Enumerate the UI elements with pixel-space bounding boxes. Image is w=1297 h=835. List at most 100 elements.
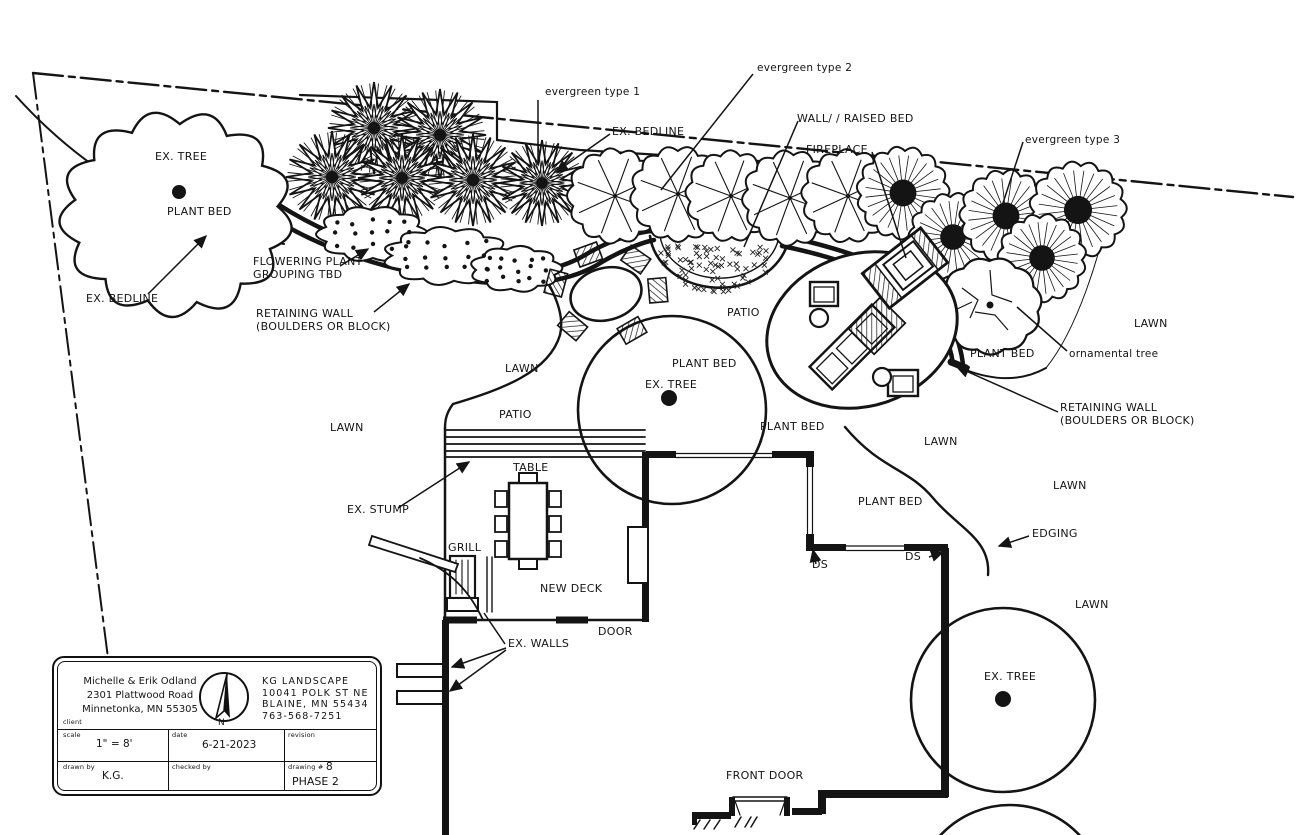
label-evergreen-type-3: evergreen type 3	[1025, 134, 1121, 146]
label-lawn-bottom-right: LAWN	[1075, 598, 1109, 611]
house-wall-double-lines	[675, 452, 905, 552]
front-door-stoop	[693, 796, 788, 830]
patio-chairs	[543, 240, 669, 346]
ex-wall-curve	[419, 557, 484, 621]
client-label: client	[63, 718, 83, 726]
fireplace	[860, 225, 950, 311]
flowering-plant-grouping	[315, 206, 564, 293]
patio-chair	[572, 240, 604, 269]
ex-tree-trunk-dot	[995, 691, 1011, 707]
round-dining-table	[569, 265, 643, 323]
label-ex-bedline-top: EX. BEDLINE	[612, 125, 685, 138]
client-name: Michelle & Erik Odland	[83, 676, 197, 687]
date-label: date	[172, 731, 188, 739]
label-retaining-left-2: (BOULDERS OR BLOCK)	[256, 320, 391, 333]
label-flowering-2: GROUPING TBD	[253, 268, 343, 281]
label-retaining-left-1: RETAINING WALL	[256, 307, 354, 320]
drawing-no-label: drawing #	[288, 763, 324, 771]
checked-by-label: checked by	[172, 763, 211, 771]
company-phone: 763-568-7251	[262, 710, 343, 722]
ex-wall-slanted	[367, 534, 460, 574]
label-table: TABLE	[513, 461, 549, 474]
scale-value: 1" = 8'	[96, 738, 133, 750]
leader-ex-stump	[397, 461, 471, 509]
label-lawn-mid-right: LAWN	[924, 435, 958, 448]
label-evergreen-type-2: evergreen type 2	[757, 62, 853, 74]
deck-door-jamb	[556, 616, 588, 624]
drawn-by-value: K.G.	[102, 770, 124, 782]
ornamental-tree	[937, 257, 1043, 356]
label-fireplace: FIREPLACE	[806, 143, 868, 156]
date-value: 6-21-2023	[202, 739, 257, 751]
label-new-deck: NEW DECK	[540, 582, 603, 595]
drawn-by-label: drawn by	[63, 763, 95, 771]
label-ds-right: DS	[905, 550, 922, 563]
label-lawn-mid-left: LAWN	[505, 362, 539, 375]
leader-evergreen3	[999, 141, 1024, 213]
deck-door-jamb	[443, 616, 477, 624]
patio-chair	[556, 310, 589, 342]
company-name: KG LANDSCAPE	[262, 676, 350, 687]
label-ex-tree-center: EX. TREE	[645, 378, 698, 391]
leader-wall-raised-bed	[743, 120, 799, 248]
label-ex-walls: EX. WALLS	[508, 637, 570, 650]
leader-edging	[997, 535, 1030, 548]
revision-label: revision	[288, 731, 316, 739]
plants-layer	[58, 81, 1128, 707]
label-plant-bed-left: PLANT BED	[167, 205, 232, 218]
leader-ex-walls-1	[450, 647, 507, 669]
deck-table-set	[494, 472, 562, 570]
patio-chair	[543, 268, 569, 299]
label-ex-tree-left: EX. TREE	[155, 150, 208, 163]
ornamental-bed-bottom	[965, 367, 1047, 380]
ex-tree-canopy	[58, 111, 293, 319]
center-plant-bed-circle	[576, 314, 768, 506]
patio-chair	[619, 244, 652, 275]
raised-bed-planting	[658, 243, 769, 295]
side-table	[808, 307, 830, 329]
label-evergreen-type-1: evergreen type 1	[545, 86, 641, 98]
leader-flowering	[339, 248, 370, 267]
leaders-layer	[147, 73, 1068, 692]
built-layer	[367, 225, 959, 835]
leader-evergreen2	[660, 73, 754, 191]
label-retaining-right-1: RETAINING WALL	[1060, 401, 1158, 414]
drawing-no-value: 8	[326, 761, 333, 773]
leader-ex-walls-3	[483, 612, 506, 645]
deck-window	[627, 526, 649, 584]
leader-ex-bedline-left	[147, 234, 208, 295]
side-table	[871, 366, 893, 388]
label-plant-bed-ornamental: PLANT BED	[970, 347, 1035, 360]
company-address2: BLAINE, MN 55434	[262, 699, 369, 710]
armchair	[886, 368, 920, 398]
label-flowering-1: FLOWERING PLANT	[253, 255, 363, 268]
leader-fireplace	[871, 151, 907, 259]
label-patio-upper: PATIO	[727, 306, 760, 319]
evergreen-type1-tree	[357, 133, 447, 223]
label-lawn-left: LAWN	[330, 421, 364, 434]
patio-chair	[646, 276, 669, 304]
label-patio-lower: PATIO	[499, 408, 532, 421]
phase-value: PHASE 2	[292, 775, 339, 788]
leader-ex-bedline-top	[554, 133, 611, 173]
north-arrow	[199, 672, 249, 722]
label-lawn-top-right: LAWN	[1134, 317, 1168, 330]
client-address1: 2301 Plattwood Road	[86, 690, 194, 701]
label-edging: EDGING	[1032, 527, 1078, 540]
company-address1: 10041 POLK ST NE	[262, 687, 369, 699]
ex-tree-circle-lower	[938, 803, 1082, 835]
house-wall-left-lower	[442, 620, 449, 835]
leader-ds-right	[928, 550, 945, 562]
title-block: client Michelle & Erik Odland 2301 Platt…	[52, 656, 382, 796]
label-plant-bed-mid: PLANT BED	[858, 495, 923, 508]
label-plant-bed-center: PLANT BED	[672, 357, 737, 370]
label-front-door: FRONT DOOR	[726, 769, 804, 782]
label-ex-tree-bottom: EX. TREE	[984, 670, 1037, 683]
ex-wall-stub	[396, 690, 444, 705]
leader-retaining-left	[373, 283, 411, 313]
company-info: KG LANDSCAPE 10041 POLK ST NE BLAINE, MN…	[262, 676, 378, 722]
evergreen-type1-tree	[426, 133, 520, 227]
house-walls	[646, 451, 949, 825]
